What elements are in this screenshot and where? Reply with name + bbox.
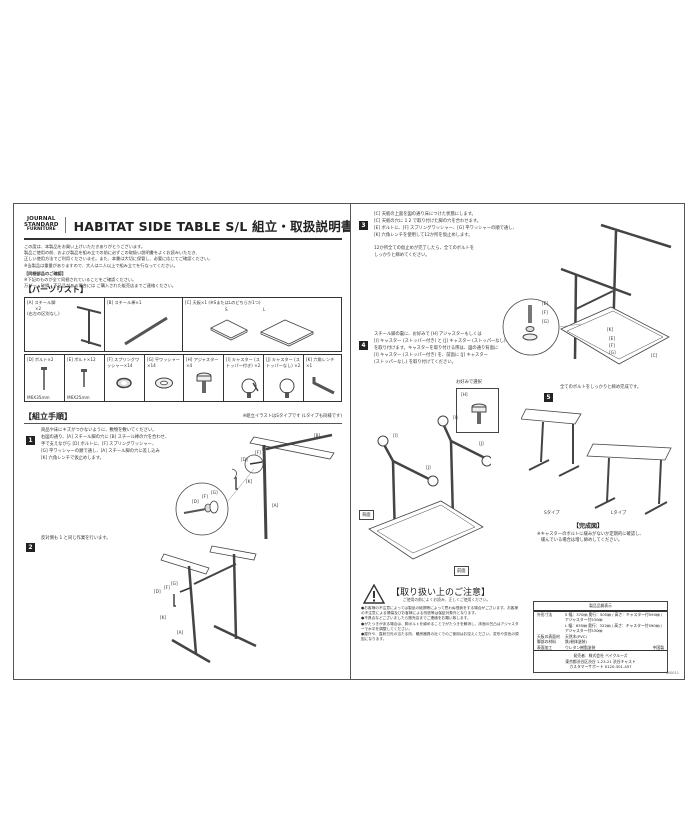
completed-note: ※キャスターのボルトに緩みがないか定期的に確認し、 緩んでいる場合は増し締めして… [537, 532, 644, 543]
callout-A: [A] [272, 504, 279, 509]
spec-title: 製品品質表示 [534, 602, 667, 612]
caution-list: ●お客様の不注意によっては製品の破損等によって思わぬ怪我をする場合がございます。… [361, 606, 519, 642]
callout-G: [G] [171, 582, 178, 587]
step-3-illustration [502, 223, 672, 365]
document-title: HABITAT SIDE TABLE S/L 組立・取扱説明書 [73, 218, 354, 234]
callout-C: [C] [651, 354, 658, 359]
hex-wrench-icon [312, 377, 335, 395]
completed-title: 【完成図】 [573, 523, 604, 530]
completed-tables-illustration [521, 408, 672, 515]
part-A: [A] スチール脚 ×2 (右左の区別なし) [25, 298, 105, 351]
back-side-label: 背面 [359, 510, 374, 520]
part-K: [K] 六角レンチ ×1 [304, 355, 341, 401]
intro-text: この度は、本製品をお買い上げいただきありがとうございます。 製品ご使用の前、およ… [24, 244, 342, 289]
steel-bar-icon [124, 316, 168, 346]
step-2-illustration [160, 545, 257, 664]
document-header: JOURNAL STANDARD FURNITURE HABITAT SIDE … [24, 212, 353, 240]
caution-title: 【取り扱い上のご注意】 [391, 588, 491, 598]
callout-F-detail: [F] [202, 495, 208, 500]
part-H: [H] アジャスター×4 [184, 355, 224, 401]
spec-row: 表面加工ウレタン樹脂塗装中国製 [537, 644, 664, 650]
spec-row: L 幅：655㎜ 奥行：322㎜ / 高さ：キャスター付590㎜ / アジャスタ… [565, 622, 662, 634]
callout-D-detail: [D] [192, 500, 199, 505]
step-3-badge: 3 [359, 212, 368, 231]
step-1-text: 商品や床にキズがつかないように、敷物を敷いてください。 右図の通り、[A] スチ… [41, 428, 170, 461]
part-C: [C] 天板×1 (※SまたはLのどちらか1つ) S L [183, 298, 341, 351]
spec-row: 脚部の材料鉄(粉体塗装) [537, 639, 587, 644]
section-divider [24, 423, 342, 424]
step-5-text: 全てのボルトをしっかりと締め完成です。 [560, 385, 642, 390]
step-2-badge: 2 [26, 534, 35, 553]
caution-subtitle: ご使用の前によくお読み、正しくご使用ください。 [403, 597, 491, 602]
l-type-label: Lタイプ [611, 511, 627, 516]
part-D: [D] ボルト×2 M6X35mm [25, 355, 65, 401]
callout-G: [G] [609, 351, 616, 356]
callout-B: [B] [314, 434, 321, 439]
callout-I: [I] [453, 416, 458, 421]
assembly-note: ※組立イラストはSタイプです (Lタイプも同様です) [242, 414, 342, 419]
instruction-page-left: JOURNAL STANDARD FURNITURE HABITAT SIDE … [13, 203, 353, 680]
spring-washer-icon [116, 377, 132, 389]
callout-I: [I] [393, 434, 398, 439]
step-2-text: 反対側も 1 と同じ作業を行います。 [41, 536, 111, 541]
callout-F: [F] [609, 344, 615, 349]
assembly-title: 【組立手順】 [24, 412, 72, 421]
callout-E-detail: [E] [542, 302, 549, 307]
callout-J: [J] [479, 442, 484, 447]
option-label: お好みで選択 [456, 380, 482, 385]
brand-logo: JOURNAL STANDARD FURNITURE [24, 217, 66, 233]
tabletop-icon [210, 319, 314, 347]
bolt-icon [81, 369, 87, 387]
callout-D: [D] [154, 590, 161, 595]
callout-G: [G] [262, 447, 269, 452]
step-4-badge: 4 [359, 332, 368, 351]
part-J: [J] キャスター (ストッパーなし) ×2 [264, 355, 304, 401]
adjuster-icon [471, 403, 487, 424]
part-G: [G] 平ワッシャー×14 [145, 355, 184, 401]
bolt-icon [41, 367, 47, 390]
parts-list-title: 【パーツリスト】 [24, 285, 88, 294]
callout-D: [D] [241, 458, 248, 463]
spec-footer: 発売者：株式会社 ベイクルーズ 東京都渋谷区渋谷 1-23-21 渋谷キャスト … [534, 650, 667, 672]
callout-G-detail: [G] [211, 491, 218, 496]
step-5-badge: 5 [544, 384, 553, 403]
instruction-page-right: 3 [C] 天板の上面を図の通り床につけた状態にします。 [C] 天板の穴に 1… [350, 203, 685, 680]
callout-G-detail: [G] [542, 320, 549, 325]
callout-F: [F] [164, 586, 170, 591]
s-type-label: Sタイプ [544, 511, 560, 516]
callout-F: [F] [255, 451, 261, 456]
spec-row: 天板の表面材天然木(PVC) [537, 633, 587, 639]
parts-list-row-2: [D] ボルト×2 M6X35mm [E] ボルト×12 M6X25mm [F]… [24, 354, 342, 402]
caster-icon [241, 378, 259, 398]
steel-leg-icon [76, 306, 102, 347]
parts-list-row-1: [A] スチール脚 ×2 (右左の区別なし) [B] スチール棒×1 [C] 天… [24, 297, 342, 352]
bundled-parts-heading: 【同梱部品のご確認】 [24, 270, 66, 276]
part-E: [E] ボルト×12 M6X25mm [65, 355, 105, 401]
callout-K: [K] [607, 328, 614, 333]
callout-E: [E] [609, 337, 616, 342]
callout-K: [K] [160, 616, 167, 621]
step-3-text: [C] 天板の上面を図の通り床につけた状態にします。 [C] 天板の穴に 1 2… [374, 212, 517, 258]
callout-K: [K] [246, 480, 253, 485]
adjuster-icon [196, 372, 212, 393]
callout-A: [A] [177, 631, 184, 636]
adjuster-option-box: [H] [456, 388, 499, 433]
warning-triangle-icon [363, 584, 385, 604]
document-code: 000011 [665, 671, 679, 675]
front-side-label: 前面 [454, 566, 469, 576]
part-F: [F] スプリングワッシャー×14 [105, 355, 145, 401]
step-1-illustration [175, 433, 335, 540]
caster-icon [279, 378, 295, 398]
part-I: [I] キャスター (ストッパー付き) ×2 [224, 355, 264, 401]
flat-washer-icon [155, 377, 173, 389]
callout-F-detail: [F] [542, 311, 548, 316]
step-4-illustration [368, 415, 491, 560]
step-1-badge: 1 [26, 427, 35, 446]
part-B: [B] スチール棒×1 [105, 298, 183, 351]
step-4-text: スチール脚の裏に、お好みで [H] アジャスターもしくは [I] キャスター (… [374, 332, 506, 365]
callout-J: [J] [426, 466, 431, 471]
